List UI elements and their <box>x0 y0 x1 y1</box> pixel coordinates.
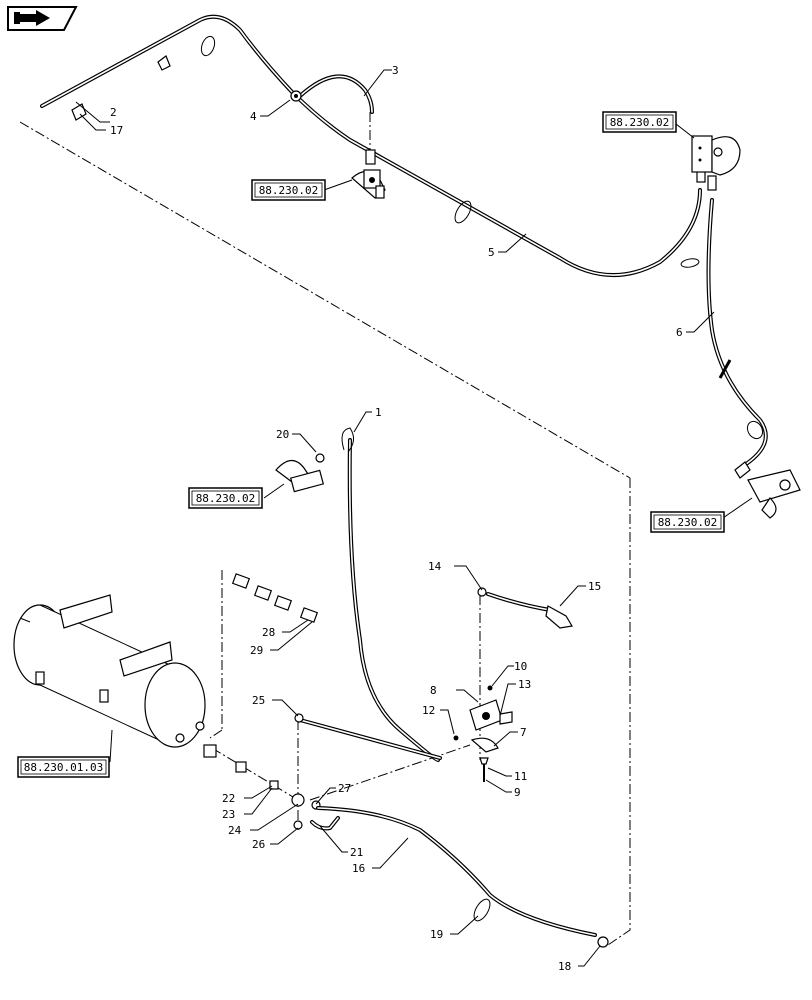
callout-21: 21 <box>350 846 363 859</box>
callout-12: 12 <box>422 704 435 717</box>
callout-10: 10 <box>514 660 527 673</box>
tube-clips-upper <box>200 35 764 440</box>
callout-23: 23 <box>222 808 235 821</box>
callout-26: 26 <box>252 838 265 851</box>
centerlines <box>19 112 701 946</box>
callout-8: 8 <box>430 684 437 697</box>
callout-18: 18 <box>558 960 571 973</box>
book-arrow-icon[interactable] <box>7 6 78 31</box>
callout-28: 28 <box>262 626 275 639</box>
hose-3 <box>298 74 374 114</box>
ref-box-88-230-02-d[interactable]: 88.230.02 <box>650 511 725 533</box>
ref-box-88-230-01-03[interactable]: 88.230.01.03 <box>17 756 110 778</box>
hose-1 <box>341 427 440 762</box>
callout-11: 11 <box>514 770 527 783</box>
callout-labels: 1 2 3 4 5 6 7 8 9 10 11 12 13 14 15 16 1… <box>110 64 683 973</box>
leader-lines <box>75 69 753 967</box>
air-tank <box>13 594 206 748</box>
svg-text:88.230.01.03: 88.230.01.03 <box>24 761 103 774</box>
line-25 <box>294 713 442 760</box>
svg-text:88.230.02: 88.230.02 <box>196 492 256 505</box>
svg-text:88.230.02: 88.230.02 <box>259 184 319 197</box>
callout-3: 3 <box>392 64 399 77</box>
callout-27: 27 <box>338 782 351 795</box>
svg-text:88.230.02: 88.230.02 <box>658 516 718 529</box>
callout-6: 6 <box>676 326 683 339</box>
svg-text:88.230.02: 88.230.02 <box>610 116 670 129</box>
bracket-upper-center <box>351 169 386 199</box>
callout-19: 19 <box>430 928 443 941</box>
ref-box-88-230-02-b[interactable]: 88.230.02 <box>251 179 326 201</box>
callout-25: 25 <box>252 694 265 707</box>
callout-24: 24 <box>228 824 242 837</box>
callout-15: 15 <box>588 580 601 593</box>
callout-2: 2 <box>110 106 117 119</box>
callout-17: 17 <box>110 124 123 137</box>
hose-6 <box>706 198 768 470</box>
fittings-22-24 <box>203 744 321 830</box>
bracket-part-20 <box>275 453 325 493</box>
hose-16 <box>316 806 609 948</box>
callout-1: 1 <box>375 406 382 419</box>
callout-13: 13 <box>518 678 531 691</box>
bracket-upper-right <box>691 135 741 176</box>
upper-brake-line <box>40 14 702 278</box>
ref-box-88-230-02-a[interactable]: 88.230.02 <box>602 111 677 133</box>
callout-9: 9 <box>514 786 521 799</box>
callout-22: 22 <box>222 792 235 805</box>
ref-box-88-230-02-c[interactable]: 88.230.02 <box>188 487 263 509</box>
fittings-28-29 <box>231 573 319 623</box>
hose-21 <box>310 816 340 831</box>
callout-14: 14 <box>428 560 442 573</box>
hose-15 <box>477 587 573 629</box>
callout-7: 7 <box>520 726 527 739</box>
bracket-lower-right <box>747 469 801 519</box>
callout-5: 5 <box>488 246 495 259</box>
callout-4: 4 <box>250 110 257 123</box>
valve-assembly <box>453 685 513 782</box>
callout-20: 20 <box>276 428 289 441</box>
callout-16: 16 <box>352 862 365 875</box>
callout-29: 29 <box>250 644 263 657</box>
